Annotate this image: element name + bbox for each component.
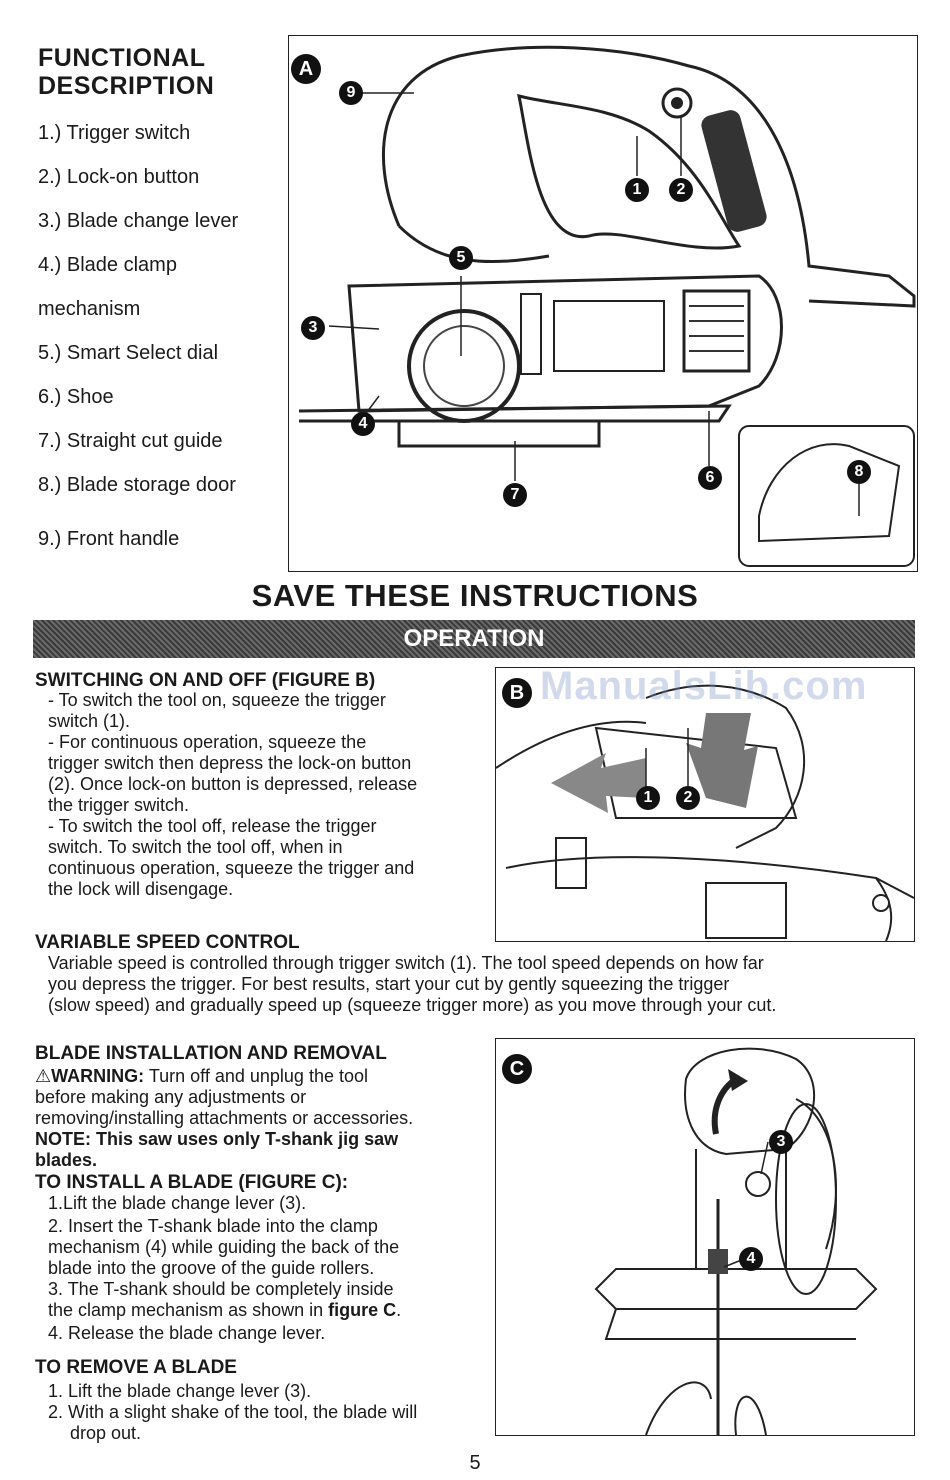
remove-steps: 1. Lift the blade change lever (3). 2. W… [48,1381,498,1444]
parts-list-item: 2.) Lock-on button [38,166,200,188]
page-number: 5 [469,1452,481,1474]
install-blade-heading: TO INSTALL A BLADE (FIGURE C): [35,1172,349,1193]
title-line-2: DESCRIPTION [38,72,215,100]
text-line: (slow speed) and gradually speed up (squ… [48,995,777,1015]
text-line: the lock will disengage. [48,879,234,899]
callout-4: 4 [351,412,375,436]
note-line-2: blades. [35,1150,98,1170]
period: . [396,1300,402,1320]
text-line: - To switch the tool on, squeeze the tri… [48,690,386,710]
save-instructions-heading: SAVE THESE INSTRUCTIONS [251,578,699,613]
text-line: Variable speed is controlled through tri… [48,953,764,973]
figure-b-badge: B [502,678,532,708]
step-text: the clamp mechanism as shown in [48,1300,324,1320]
title-line-1: FUNCTIONAL [38,44,206,72]
trigger-hand-illustration [496,684,914,941]
operation-title: OPERATION [403,625,545,652]
callout-9: 9 [339,81,363,105]
figure-b: B 1 2 [495,667,915,942]
figure-a-badge: A [291,54,321,84]
text-line: you depress the trigger. For best result… [48,974,730,994]
warning-icon: ⚠ [35,1066,52,1086]
warning-text-1: Turn off and unplug the tool [148,1066,368,1086]
step-line: 1. Lift the blade change lever (3). [48,1381,312,1401]
blade-installation-heading: BLADE INSTALLATION AND REMOVAL [35,1043,387,1064]
step-line: 2. Insert the T-shank blade into the cla… [48,1216,378,1236]
callout-6: 6 [698,466,722,490]
warning-line-2: before making any adjustments or [35,1087,307,1107]
parts-list-item: 6.) Shoe [38,386,114,408]
callout-7: 7 [503,483,527,507]
step-line: 1.Lift the blade change lever (3). [48,1193,307,1213]
text-line: continuous operation, squeeze the trigge… [48,858,415,878]
parts-list-item: 7.) Straight cut guide [38,430,223,452]
blade-install-illustration [594,1047,878,1435]
parts-list-item: 9.) Front handle [38,528,180,550]
parts-list-item: 3.) Blade change lever [38,210,239,232]
text-line: trigger switch then depress the lock-on … [48,753,412,773]
parts-list-item: mechanism [38,298,141,320]
parts-list-item: 1.) Trigger switch [38,122,191,144]
callout-1: 1 [636,786,660,810]
variable-speed-text: Variable speed is controlled through tri… [48,953,928,1016]
step-line: 2. With a slight shake of the tool, the … [48,1402,418,1422]
warning-line-3: removing/installing attachments or acces… [35,1108,414,1128]
step-line: drop out. [70,1423,142,1443]
figure-reference: figure C [328,1300,397,1320]
step-line: 4. Release the blade change lever. [48,1323,326,1343]
note-line-1: NOTE: This saw uses only T-shank jig saw [35,1129,399,1149]
callout-2: 2 [676,786,700,810]
operation-section-bar: OPERATION [33,620,915,658]
callout-8: 8 [847,460,871,484]
variable-speed-heading: VARIABLE SPEED CONTROL [35,932,300,953]
parts-list-item: 4.) Blade clamp [38,254,177,276]
warning-line-1: ⚠WARNING: Turn off and unplug the tool [35,1066,495,1087]
text-line: - To switch the tool off, release the tr… [48,816,377,836]
watermark: ManualsLib.com [540,664,868,708]
jigsaw-illustration [298,45,916,567]
text-line: - For continuous operation, squeeze the [48,732,367,752]
text-line: (2). Once lock-on button is depressed, r… [48,774,418,794]
text-line: switch (1). [48,711,131,731]
callout-1: 1 [625,178,649,202]
remove-blade-heading: TO REMOVE A BLADE [35,1357,237,1378]
step-line: blade into the groove of the guide rolle… [48,1258,375,1278]
warning-text: ⚠WARNING: Turn off and unplug the tool b… [35,1066,495,1171]
switching-heading: SWITCHING ON AND OFF (FIGURE B) [35,670,376,691]
callout-5: 5 [449,246,473,270]
callout-3: 3 [769,1130,793,1154]
install-steps: 1.Lift the blade change lever (3). 2. In… [48,1193,498,1344]
callout-4: 4 [739,1247,763,1271]
functional-description-title: FUNCTIONAL DESCRIPTION [38,44,214,100]
callout-3: 3 [301,316,325,340]
switching-text: - To switch the tool on, squeeze the tri… [48,690,493,900]
warning-label: WARNING: [51,1066,145,1086]
step-line: 3. The T-shank should be completely insi… [48,1279,394,1299]
figure-c: C 3 4 [495,1038,915,1436]
text-line: switch. To switch the tool off, when in [48,837,343,857]
callout-2: 2 [669,178,693,202]
step-line: mechanism (4) while guiding the back of … [48,1237,400,1257]
figure-a: A 9 1 2 5 3 4 7 6 8 [288,35,918,572]
parts-list-item: 5.) Smart Select dial [38,342,219,364]
text-line: the trigger switch. [48,795,190,815]
parts-list-item: 8.) Blade storage door [38,474,236,496]
step-line-with-figure-ref: the clamp mechanism as shown in figure C… [48,1300,498,1321]
figure-c-badge: C [502,1054,532,1084]
